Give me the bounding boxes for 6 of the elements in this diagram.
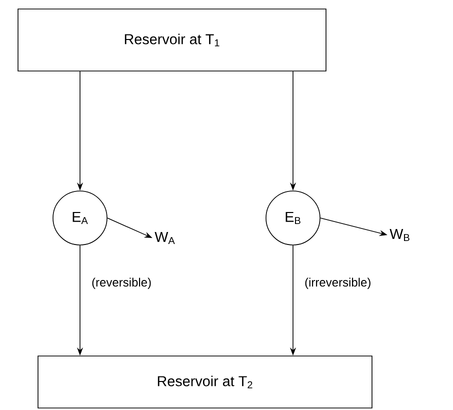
edge-label: (reversible) [92,278,151,289]
work-label: W$_{A}$ [154,232,175,244]
reservoir-box: Reservoir at T$_{1}$ [18,8,326,72]
edge-label: (irreversible) [305,278,370,289]
work-label: W$_{B}$ [390,228,410,242]
reservoir-box: Reservoir at T$_{2}$ [38,356,372,408]
